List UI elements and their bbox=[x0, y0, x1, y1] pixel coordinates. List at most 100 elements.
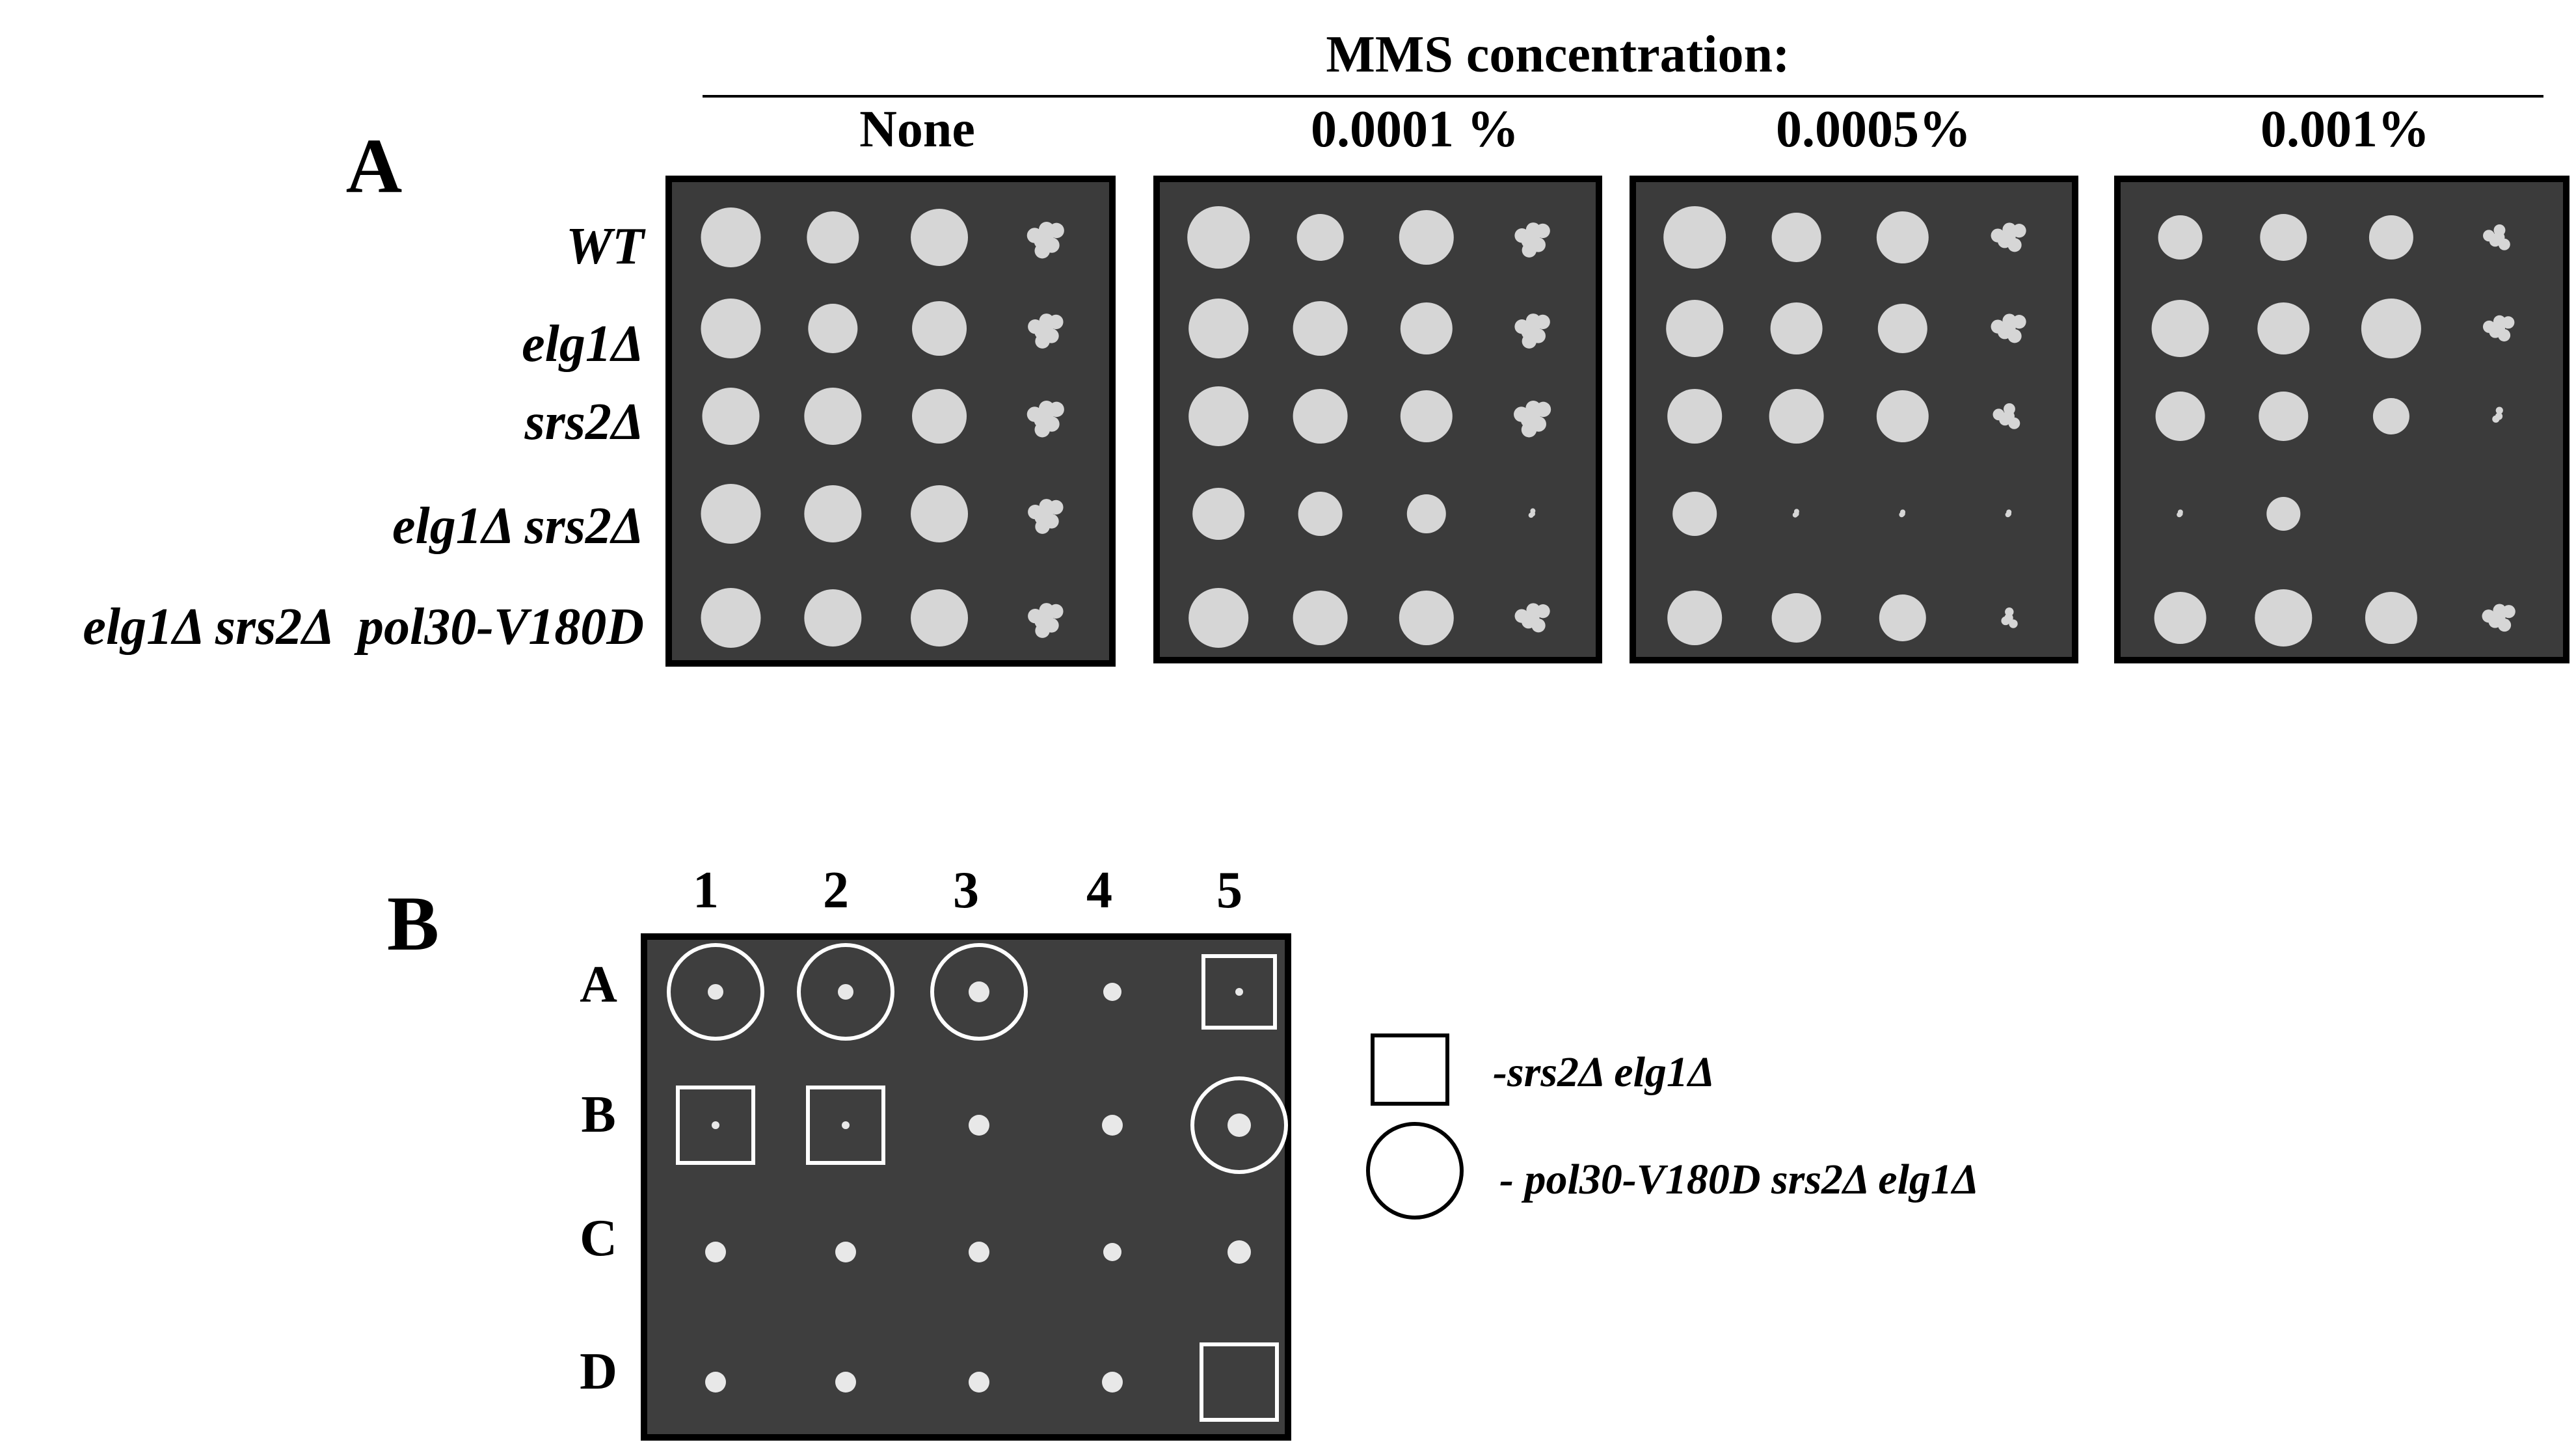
colony bbox=[2502, 605, 2516, 619]
column-label-3: 3 bbox=[953, 862, 979, 919]
colony bbox=[2498, 238, 2510, 250]
colony bbox=[804, 589, 862, 647]
colony bbox=[2177, 509, 2183, 515]
colony bbox=[1667, 591, 1723, 645]
colony bbox=[2012, 224, 2026, 238]
spore-colony bbox=[969, 1242, 989, 1262]
colony bbox=[2368, 215, 2413, 260]
colony bbox=[1035, 519, 1050, 534]
colony bbox=[807, 211, 859, 263]
colony bbox=[2498, 328, 2511, 341]
row-label-c: C bbox=[580, 1210, 617, 1267]
colony bbox=[2154, 592, 2207, 644]
colony bbox=[1399, 591, 1454, 645]
colony bbox=[1399, 210, 1454, 265]
spore-colony bbox=[1102, 1115, 1123, 1136]
colony bbox=[1672, 492, 1717, 536]
colony bbox=[1514, 609, 1529, 623]
legend-circle-text: - pol30-V180D srs2Δ elg1Δ bbox=[1499, 1156, 1979, 1203]
colony bbox=[804, 388, 862, 445]
legend-square-text: -srs2Δ elg1Δ bbox=[1493, 1048, 1715, 1096]
colony bbox=[2502, 316, 2515, 329]
colony bbox=[1992, 408, 2005, 421]
strain-label-wt: WT bbox=[566, 218, 646, 275]
colony bbox=[2497, 619, 2512, 632]
mms-concentration-header: MMS concentration: bbox=[1326, 26, 1790, 83]
colony bbox=[1536, 604, 1550, 619]
spore-colony bbox=[835, 1242, 856, 1262]
genotype-square-marker bbox=[1200, 1342, 1279, 1422]
colony bbox=[2257, 302, 2310, 354]
colony bbox=[2005, 607, 2014, 617]
colony bbox=[911, 485, 969, 542]
colony bbox=[2007, 329, 2022, 343]
colony bbox=[1514, 228, 1529, 243]
colony bbox=[1771, 213, 1821, 262]
colony bbox=[808, 304, 858, 353]
condition-label-none: None bbox=[859, 101, 975, 158]
colony bbox=[1034, 421, 1051, 438]
spore-colony bbox=[1228, 1240, 1251, 1264]
colony bbox=[1667, 389, 1723, 444]
colony bbox=[1876, 390, 1929, 442]
spore-colony bbox=[835, 1372, 856, 1393]
colony bbox=[2266, 497, 2301, 531]
colony bbox=[911, 589, 969, 647]
colony bbox=[2372, 398, 2409, 434]
colony bbox=[2255, 589, 2313, 647]
colony bbox=[1026, 407, 1043, 422]
colony bbox=[1296, 214, 1344, 261]
panel-b-label: B bbox=[387, 880, 439, 966]
genotype-square-marker bbox=[1201, 954, 1277, 1030]
colony bbox=[1026, 228, 1043, 243]
colony bbox=[1187, 206, 1250, 269]
panel-b-plate bbox=[641, 933, 1291, 1441]
colony bbox=[2482, 609, 2495, 623]
spore-colony bbox=[1228, 1113, 1251, 1137]
colony bbox=[1522, 243, 1537, 258]
colony bbox=[701, 484, 761, 544]
colony bbox=[1293, 389, 1348, 444]
colony bbox=[1770, 302, 1823, 354]
colony bbox=[2007, 238, 2022, 252]
colony bbox=[1035, 623, 1050, 638]
colony bbox=[702, 388, 760, 445]
colony bbox=[1049, 500, 1064, 515]
colony bbox=[1049, 604, 1064, 619]
spore-colony bbox=[712, 1121, 719, 1129]
colony bbox=[1400, 302, 1453, 354]
colony bbox=[912, 389, 967, 444]
spore-colony bbox=[705, 1372, 726, 1393]
colony bbox=[1769, 389, 1824, 444]
colony bbox=[1528, 513, 1534, 518]
spore-colony bbox=[1102, 1372, 1123, 1393]
colony bbox=[2155, 392, 2205, 441]
spore-colony bbox=[838, 984, 853, 1000]
column-label-5: 5 bbox=[1216, 862, 1242, 919]
column-label-1: 1 bbox=[693, 862, 719, 919]
colony bbox=[1034, 243, 1051, 259]
colony bbox=[1293, 591, 1348, 645]
strain-label-elg1-srs2-pol30: elg1Δ srs2Δ pol30-V180D bbox=[83, 598, 644, 656]
spore-colony bbox=[969, 981, 989, 1002]
colony bbox=[2483, 230, 2495, 242]
colony bbox=[2009, 619, 2018, 628]
colony bbox=[701, 207, 761, 267]
condition-label-0-0005: 0.0005% bbox=[1776, 101, 1971, 158]
colony bbox=[2001, 616, 2010, 626]
legend-square-symbol bbox=[1371, 1033, 1449, 1106]
column-label-2: 2 bbox=[823, 862, 849, 919]
colony bbox=[1049, 401, 1064, 418]
genotype-circle-marker bbox=[1190, 1076, 1288, 1174]
spore-colony bbox=[705, 1242, 726, 1262]
colony bbox=[1514, 407, 1529, 422]
colony bbox=[1400, 390, 1453, 442]
spore-colony bbox=[1103, 983, 1121, 1001]
colony bbox=[2008, 417, 2020, 429]
colony bbox=[1192, 488, 1245, 540]
colony bbox=[1521, 421, 1537, 438]
genotype-circle-marker bbox=[797, 943, 894, 1041]
condition-label-0-0001: 0.0001 % bbox=[1311, 101, 1519, 158]
colony bbox=[1298, 492, 1343, 536]
